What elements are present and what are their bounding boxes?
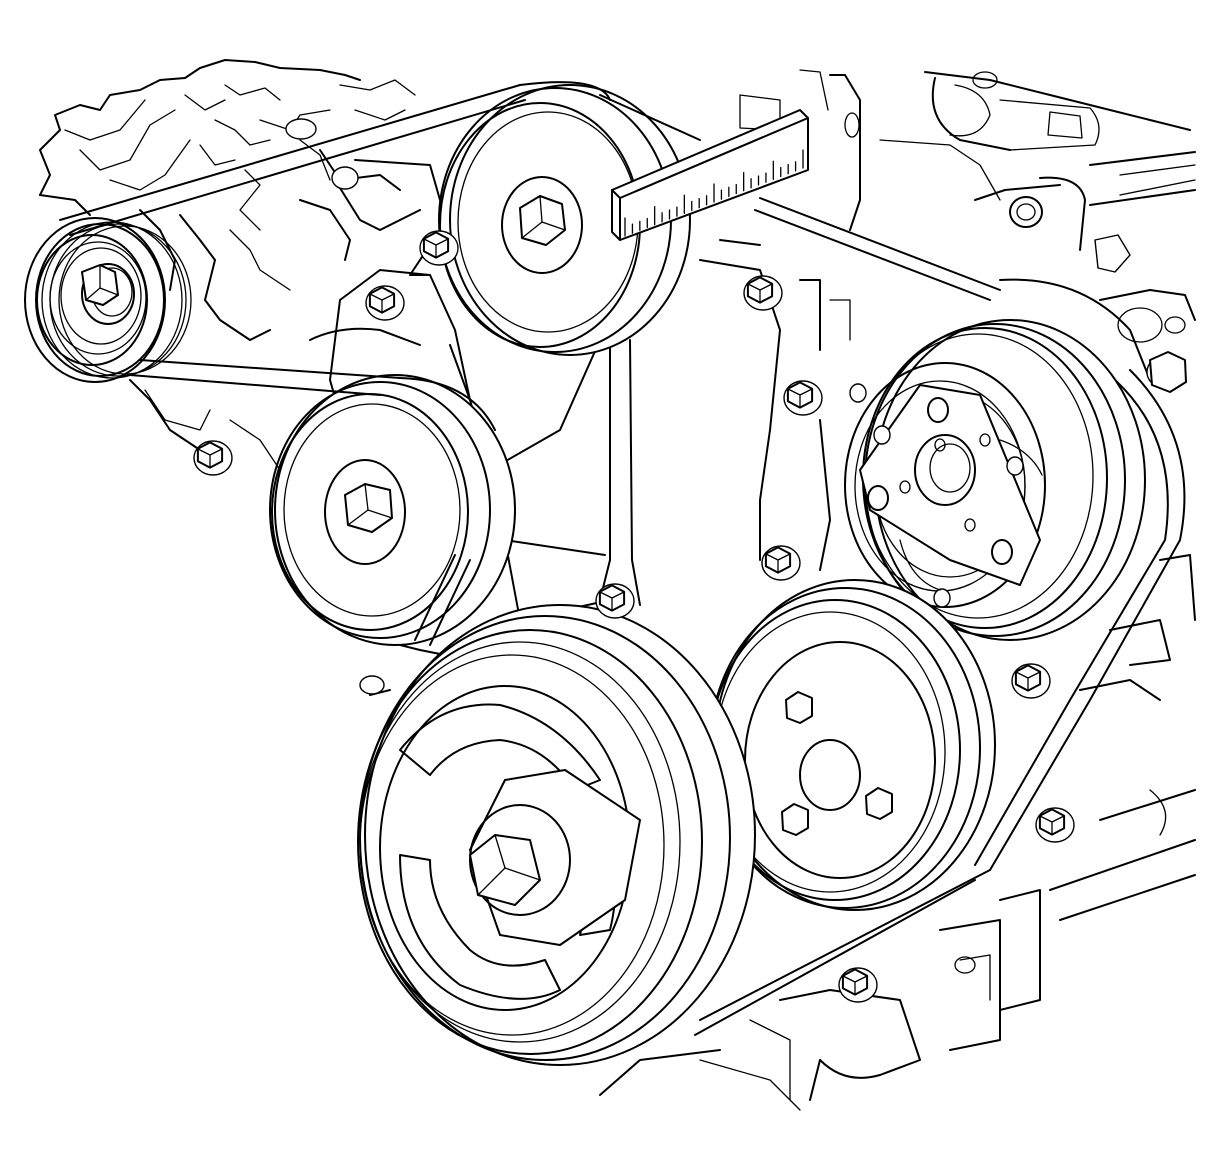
belt-tensioner-pulley [438,84,691,356]
hex-bolt-icon [743,275,783,311]
hex-bolt-icon [1011,663,1051,699]
generator-pulley [24,217,192,383]
ac-compressor-pulley [844,319,1146,641]
compressor-clutch-plate [859,384,1041,586]
drive-belt [59,81,1186,1036]
idler-bolt-icon [344,483,393,533]
idler-pulley [269,374,516,646]
engine-block [359,69,1196,1111]
generator [39,59,416,471]
water-pump-bolt-icon [781,803,809,836]
hex-bolt-icon [838,967,878,1003]
water-pump-bolt-icon [865,787,893,820]
water-pump-bolt-icon [785,691,813,724]
hex-bolt-icon [761,545,801,581]
belt-tension-gauge [611,109,809,241]
hex-bolt-icon [1035,807,1075,843]
crankshaft-bolt-icon [469,834,541,906]
hex-bolt-icon [365,285,405,321]
mounting-bolts [193,230,1075,1003]
hex-bolt-icon [193,440,233,476]
gauge-scale-ticks [624,149,804,237]
tensioner-bolt-icon [519,195,566,246]
ac-compressor [999,278,1187,666]
generator-pulley-nut-icon [81,264,119,306]
hex-bolt-icon [783,380,823,416]
water-pump-pulley [709,579,996,911]
crankshaft-balancer [357,604,756,1066]
hex-bolt-icon [419,230,459,266]
hex-bolt-icon [595,583,635,619]
